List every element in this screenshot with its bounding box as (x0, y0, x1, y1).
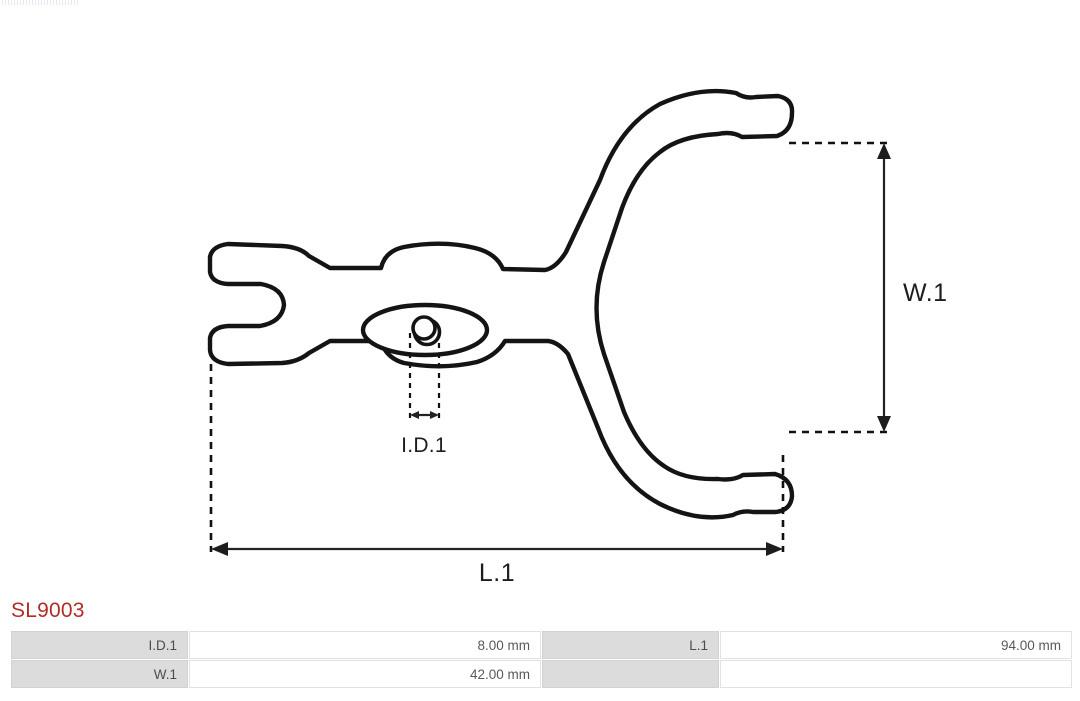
part-code: SL9003 (11, 599, 85, 622)
dimension-l1: L.1 (209, 364, 785, 587)
spec-value-l1: 94.00 mm (720, 631, 1072, 659)
dimension-l1-label: L.1 (479, 559, 515, 587)
dimension-w1: W.1 (789, 141, 948, 434)
part-technical-drawing: I.D.1 W.1 L.1 (207, 88, 948, 587)
dimension-id1: I.D.1 (401, 333, 447, 457)
spec-value-empty (720, 660, 1072, 688)
specification-table: I.D.1 8.00 mm L.1 94.00 mm W.1 42.00 mm (10, 630, 1073, 689)
spec-label-w1: W.1 (11, 660, 188, 688)
part-silhouette (207, 88, 795, 520)
dimension-w1-label: W.1 (903, 279, 948, 307)
spec-value-id1: 8.00 mm (189, 631, 541, 659)
spec-value-w1: 42.00 mm (189, 660, 541, 688)
table-row: W.1 42.00 mm (11, 660, 1072, 688)
dimension-id1-label: I.D.1 (401, 434, 447, 457)
bore-hole (411, 315, 442, 347)
spec-label-id1: I.D.1 (11, 631, 188, 659)
spec-label-l1: L.1 (542, 631, 719, 659)
spec-label-empty (542, 660, 719, 688)
table-row: I.D.1 8.00 mm L.1 94.00 mm (11, 631, 1072, 659)
